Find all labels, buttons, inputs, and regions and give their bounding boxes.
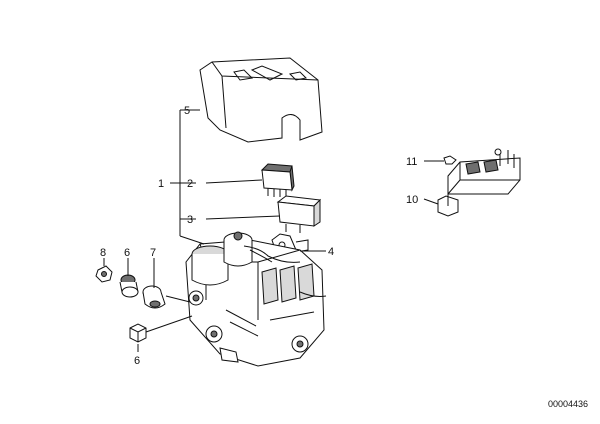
control-module[interactable]: [437, 148, 521, 217]
callout-5: 5: [184, 105, 190, 117]
cover-part[interactable]: [199, 57, 323, 143]
drawing-reference-number: 00004436: [548, 399, 588, 409]
relay-part-3[interactable]: [276, 195, 322, 233]
callout-8: 8: [100, 247, 106, 259]
callout-7: 7: [150, 247, 156, 259]
damper-part-7[interactable]: [142, 285, 166, 309]
callout-2: 2: [187, 178, 193, 190]
nut-part-9[interactable]: [95, 265, 113, 283]
callout-6-upper: 6: [124, 247, 130, 259]
callout-11: 11: [406, 156, 417, 168]
sleeve-part-6[interactable]: [129, 323, 147, 343]
callout-4: 4: [328, 246, 334, 258]
callout-6-lower: 6: [134, 355, 140, 367]
damper-part-8[interactable]: [119, 274, 139, 298]
callout-3: 3: [187, 214, 193, 226]
callout-1: 1: [158, 178, 164, 190]
relay-part-2[interactable]: [260, 163, 295, 198]
hydraulic-unit[interactable]: [185, 231, 327, 367]
callout-10: 10: [406, 194, 418, 206]
leader-lines: [103, 109, 444, 352]
